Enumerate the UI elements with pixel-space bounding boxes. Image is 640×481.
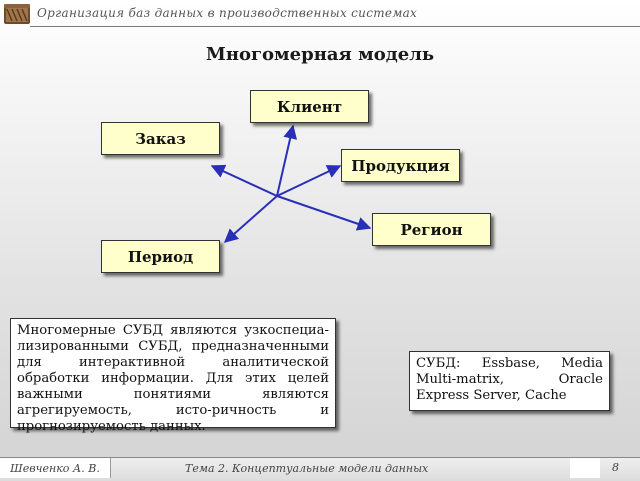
header-divider bbox=[30, 26, 640, 27]
arrow-to-region bbox=[276, 195, 372, 231]
dbms-list: СУБД: Essbase, Media Multi-matrix, Oracl… bbox=[409, 351, 610, 411]
footer-topic: Тема 2. Концептуальные модели данных bbox=[185, 462, 429, 475]
course-title: Организация баз данных в производственны… bbox=[37, 6, 418, 20]
arrow-to-order bbox=[210, 164, 278, 197]
arrow-to-client bbox=[276, 124, 298, 197]
node-client: Клиент bbox=[250, 90, 369, 123]
footer-spacer bbox=[570, 458, 600, 478]
footer-author: Шевченко А. В. bbox=[0, 458, 111, 478]
node-period: Период bbox=[101, 240, 220, 273]
description-text: Многомерные СУБД являются узкоспециа-лиз… bbox=[10, 318, 336, 434]
node-region: Регион bbox=[372, 213, 491, 246]
page-number: 8 bbox=[612, 461, 619, 474]
arrow-to-product bbox=[276, 165, 342, 197]
arrow-to-period bbox=[223, 195, 278, 243]
slide-footer: Шевченко А. В. Тема 2. Концептуальные мо… bbox=[0, 457, 640, 481]
slide-header: Организация баз данных в производственны… bbox=[0, 0, 640, 28]
node-product: Продукция bbox=[341, 149, 460, 182]
node-order: Заказ bbox=[101, 122, 220, 155]
slide-title: Многомерная модель bbox=[205, 44, 435, 65]
book-logo-icon bbox=[4, 4, 30, 24]
